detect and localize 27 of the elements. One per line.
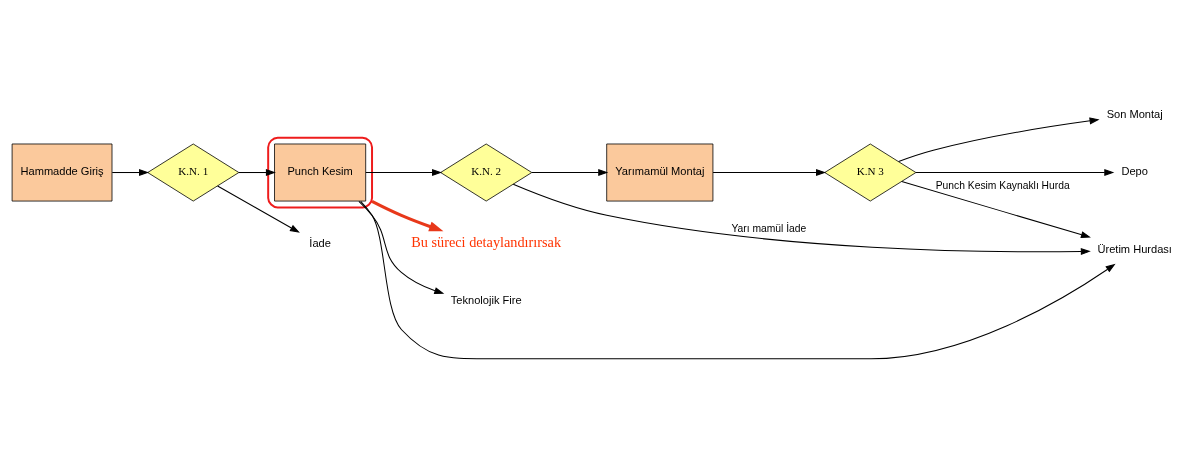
node-box: Punch Kesim (274, 143, 367, 201)
arrow (111, 168, 150, 176)
arrow (371, 199, 444, 231)
edge-label: Yarı mamül İade (731, 222, 807, 234)
node-diamond: K.N. 1 (147, 143, 240, 201)
arrow (365, 168, 443, 176)
node-text: Depo (1121, 164, 1148, 177)
node-text: Son Montaj (1106, 107, 1163, 120)
node-box: Yarımamül Montaj (606, 143, 714, 201)
edge-label: Punch Kesim Kaynaklı Hurda (935, 179, 1070, 191)
node-text: Teknolojik Fire (450, 293, 522, 306)
arrow (512, 183, 1091, 255)
node-diamond: K.N. 2 (440, 143, 533, 201)
arrow (360, 200, 1116, 359)
node-box: Hammadde Giriş (11, 143, 113, 201)
arrow (238, 168, 276, 176)
arrow (915, 168, 1115, 176)
node-diamond: K.N 3 (824, 143, 917, 201)
arrow (901, 180, 1091, 238)
arrow (217, 184, 300, 233)
node-text: Bu süreci detaylandırırsak (411, 233, 562, 250)
arrow (898, 116, 1100, 162)
arrow (358, 200, 445, 294)
node-text: İade (309, 236, 331, 249)
arrow (531, 168, 609, 176)
arrow (712, 168, 827, 176)
node-text: Üretim Hurdası (1097, 242, 1172, 255)
